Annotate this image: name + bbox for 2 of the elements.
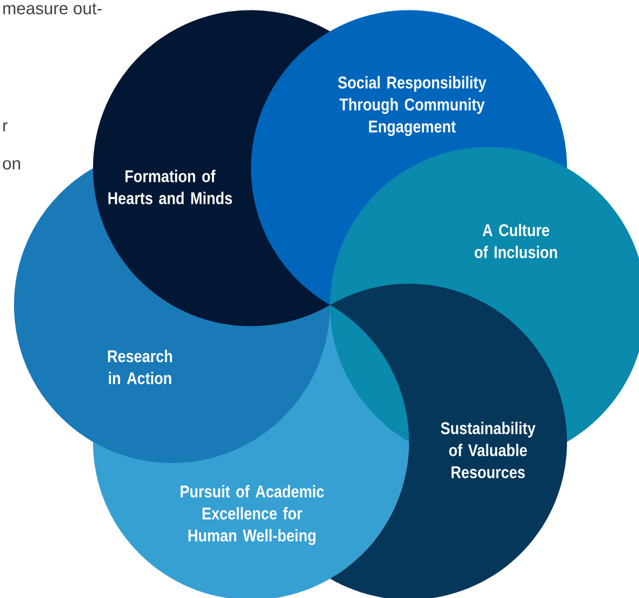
- body-text: r: [3, 122, 8, 132]
- circle-segment: Sustainability of Valuable Resources: [330, 284, 568, 598]
